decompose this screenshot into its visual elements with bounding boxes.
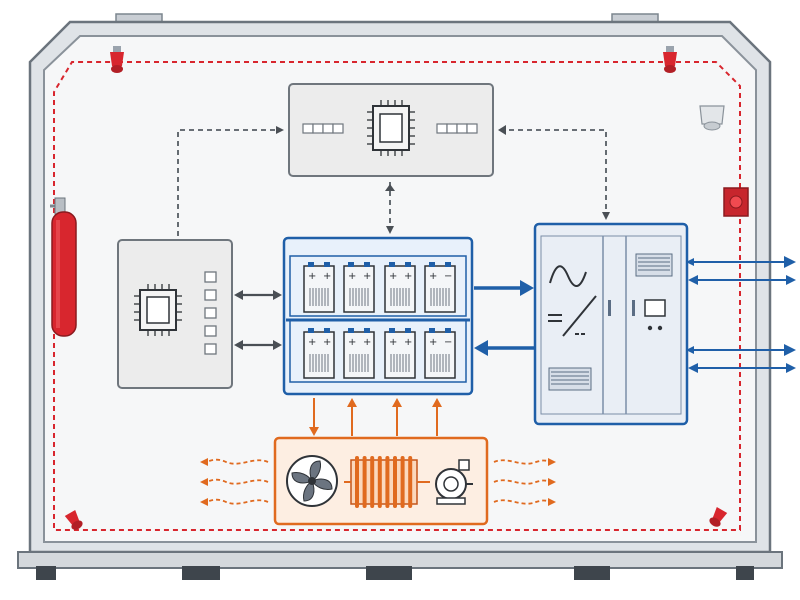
sprinkler-nozzle-icon (663, 46, 677, 73)
fan-icon (286, 455, 338, 507)
terminal-label: + (389, 271, 397, 282)
fire-extinguisher-cylinder-icon (50, 197, 77, 337)
terminal-label: + (323, 337, 331, 348)
terminal-label: + (429, 271, 437, 282)
processor-chip-icon (134, 284, 182, 336)
sprinkler-nozzle-icon (709, 507, 728, 527)
dc-power-link (474, 280, 534, 356)
heat-exhaust-left (205, 458, 269, 505)
container-foot (182, 566, 220, 580)
battery-cell-icon: ++ (343, 328, 375, 379)
container-foot (366, 566, 412, 580)
sine-wave-icon (549, 265, 587, 287)
communication-links (177, 126, 610, 236)
ems-controller (288, 83, 494, 177)
heat-exchanger-icon (344, 456, 430, 508)
connector-strip (302, 123, 478, 134)
bms-battery-data-link (240, 293, 274, 347)
terminal-label: + (404, 337, 412, 348)
terminal-label: + (429, 337, 437, 348)
sprinkler-nozzle-icon (64, 510, 83, 530)
fire-alarm-button-icon (723, 187, 749, 217)
battery-cell-icon: ++ (303, 328, 335, 379)
battery-cell-icon: ++ (343, 262, 375, 313)
ac-dc-symbol-icon (548, 295, 597, 337)
vent-grille-icon (548, 367, 592, 391)
terminal-label: + (308, 271, 316, 282)
smoke-detector-icon (699, 105, 725, 131)
battery-cell-icon: +− (424, 262, 456, 313)
terminal-label: + (389, 337, 397, 348)
battery-cell-icon: ++ (303, 262, 335, 313)
fire-suppression-pipe-loop (53, 61, 741, 531)
heat-exhaust-right (493, 459, 551, 505)
coolant-flow (313, 398, 438, 436)
terminal-label: + (348, 337, 356, 348)
terminal-label: + (363, 337, 371, 348)
bms-controller (117, 239, 233, 389)
terminal-label: + (348, 271, 356, 282)
sprinkler-nozzle-icon (110, 46, 124, 73)
thermal-management-unit (273, 436, 489, 526)
container-base (17, 551, 783, 569)
pump-icon (435, 459, 473, 505)
terminal-label: − (444, 271, 452, 282)
terminal-label: + (323, 271, 331, 282)
vent-grille-icon (635, 253, 673, 277)
battery-cell-icon: ++ (384, 328, 416, 379)
container-foot (736, 566, 754, 580)
container-foot (574, 566, 610, 580)
terminal-label: − (444, 337, 452, 348)
control-display-icon (644, 299, 666, 331)
battery-cell-icon: ++ (384, 262, 416, 313)
cabinet-handle (608, 300, 635, 316)
battery-rack: +++++++−+++++++− (282, 236, 474, 396)
status-indicator-column (204, 271, 217, 355)
ems-to-pcs-link (500, 129, 610, 220)
terminal-label: + (308, 337, 316, 348)
container-foot (36, 566, 56, 580)
ems-to-bms-link (177, 126, 284, 236)
battery-cell-icon: +− (424, 328, 456, 379)
terminal-label: + (363, 271, 371, 282)
ac-grid-connection (694, 261, 792, 369)
terminal-label: + (404, 271, 412, 282)
pcs-cabinet (533, 222, 689, 426)
processor-chip-icon (367, 100, 415, 156)
battery-cells: +++++++−+++++++− (303, 262, 456, 379)
